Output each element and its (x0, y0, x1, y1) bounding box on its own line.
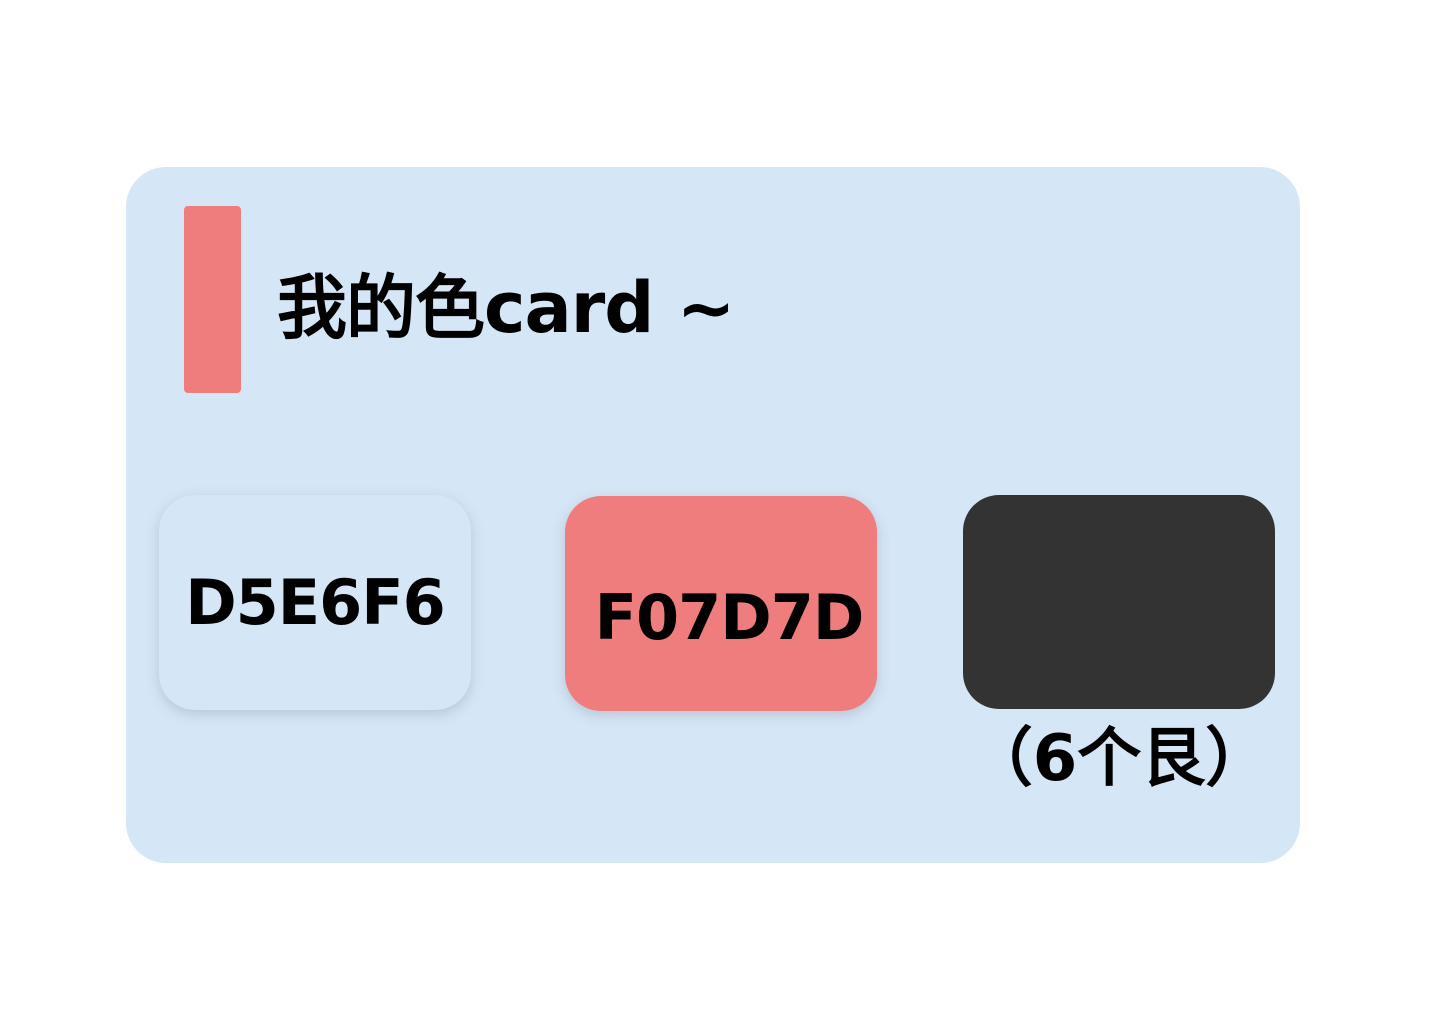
swatch-label: F07D7D (594, 581, 865, 654)
swatch-label: D5E6F6 (185, 566, 446, 639)
color-swatch-2[interactable]: F07D7D (565, 496, 877, 711)
color-swatch-3[interactable] (963, 495, 1275, 709)
swatch-caption: （6个⾉） (968, 722, 1270, 796)
card-title: 我的色card ~ (277, 267, 735, 349)
accent-bar (184, 206, 241, 393)
color-swatch-1[interactable]: D5E6F6 (159, 495, 471, 710)
color-card: 我的色card ~ D5E6F6 F07D7D （6个⾉） (126, 167, 1300, 863)
